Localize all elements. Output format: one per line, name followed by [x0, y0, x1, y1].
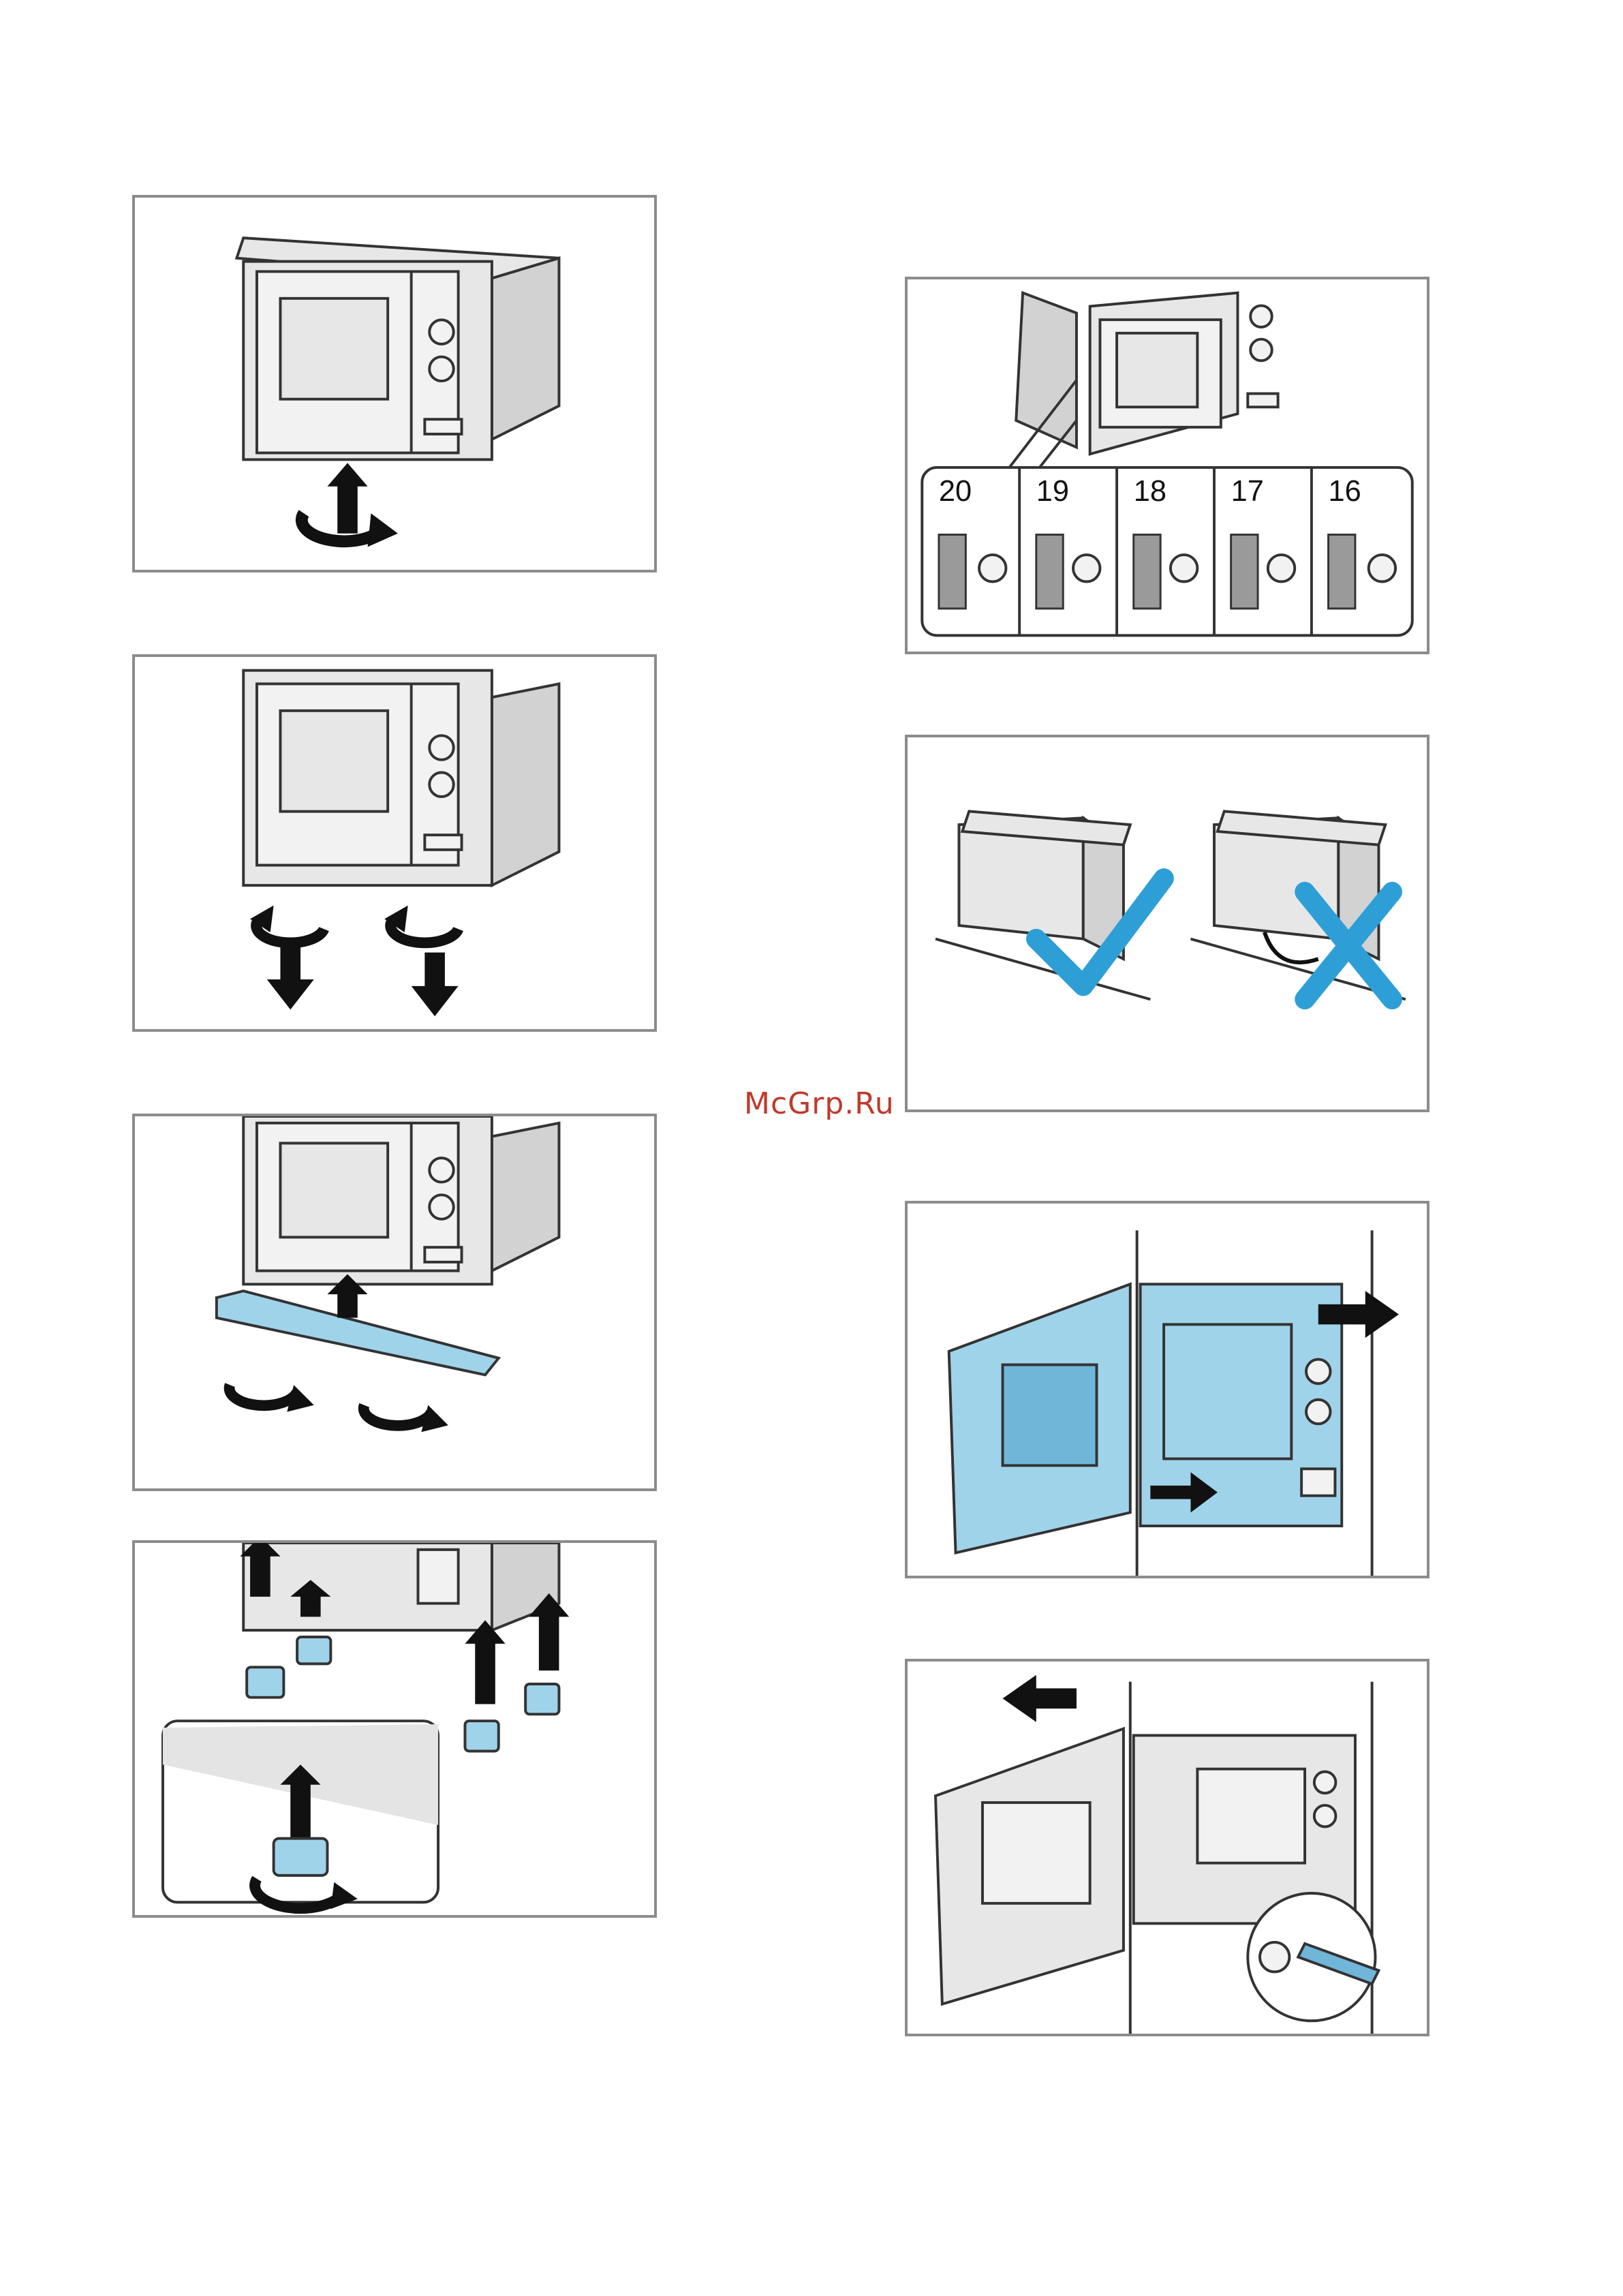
panel-attach-fixing-screw: [132, 195, 657, 572]
cable-routing-illustration: [908, 737, 1427, 1109]
panel-remove-screws: [132, 654, 657, 1032]
thickness-label-19: 19: [1036, 475, 1069, 508]
thickness-label-16: 16: [1329, 475, 1361, 508]
panel-fit-feet: [132, 1540, 657, 1918]
microwave-remove-screws-illustration: [135, 657, 654, 1029]
feet-illustration: [135, 1543, 654, 1915]
insert-appliance-illustration: [908, 1204, 1427, 1576]
watermark: McGrp.Ru: [744, 1086, 895, 1121]
screw-appliance-illustration: [908, 1662, 1427, 2034]
thickness-label-20: 20: [939, 475, 972, 508]
panel-cable-routing: [905, 735, 1429, 1112]
panel-fit-bottom-strip: [132, 1114, 657, 1491]
thickness-selection-illustration: 20 19 18 17 16: [908, 279, 1427, 652]
panel-insert-appliance: [905, 1201, 1429, 1578]
microwave-screw-illustration: [135, 198, 654, 570]
thickness-label-18: 18: [1134, 475, 1166, 508]
panel-cabinet-thickness-selection: 20 19 18 17 16: [905, 277, 1429, 654]
panel-screw-appliance-in-place: [905, 1659, 1429, 2036]
bottom-strip-illustration: [135, 1116, 654, 1488]
thickness-label-17: 17: [1231, 475, 1264, 508]
